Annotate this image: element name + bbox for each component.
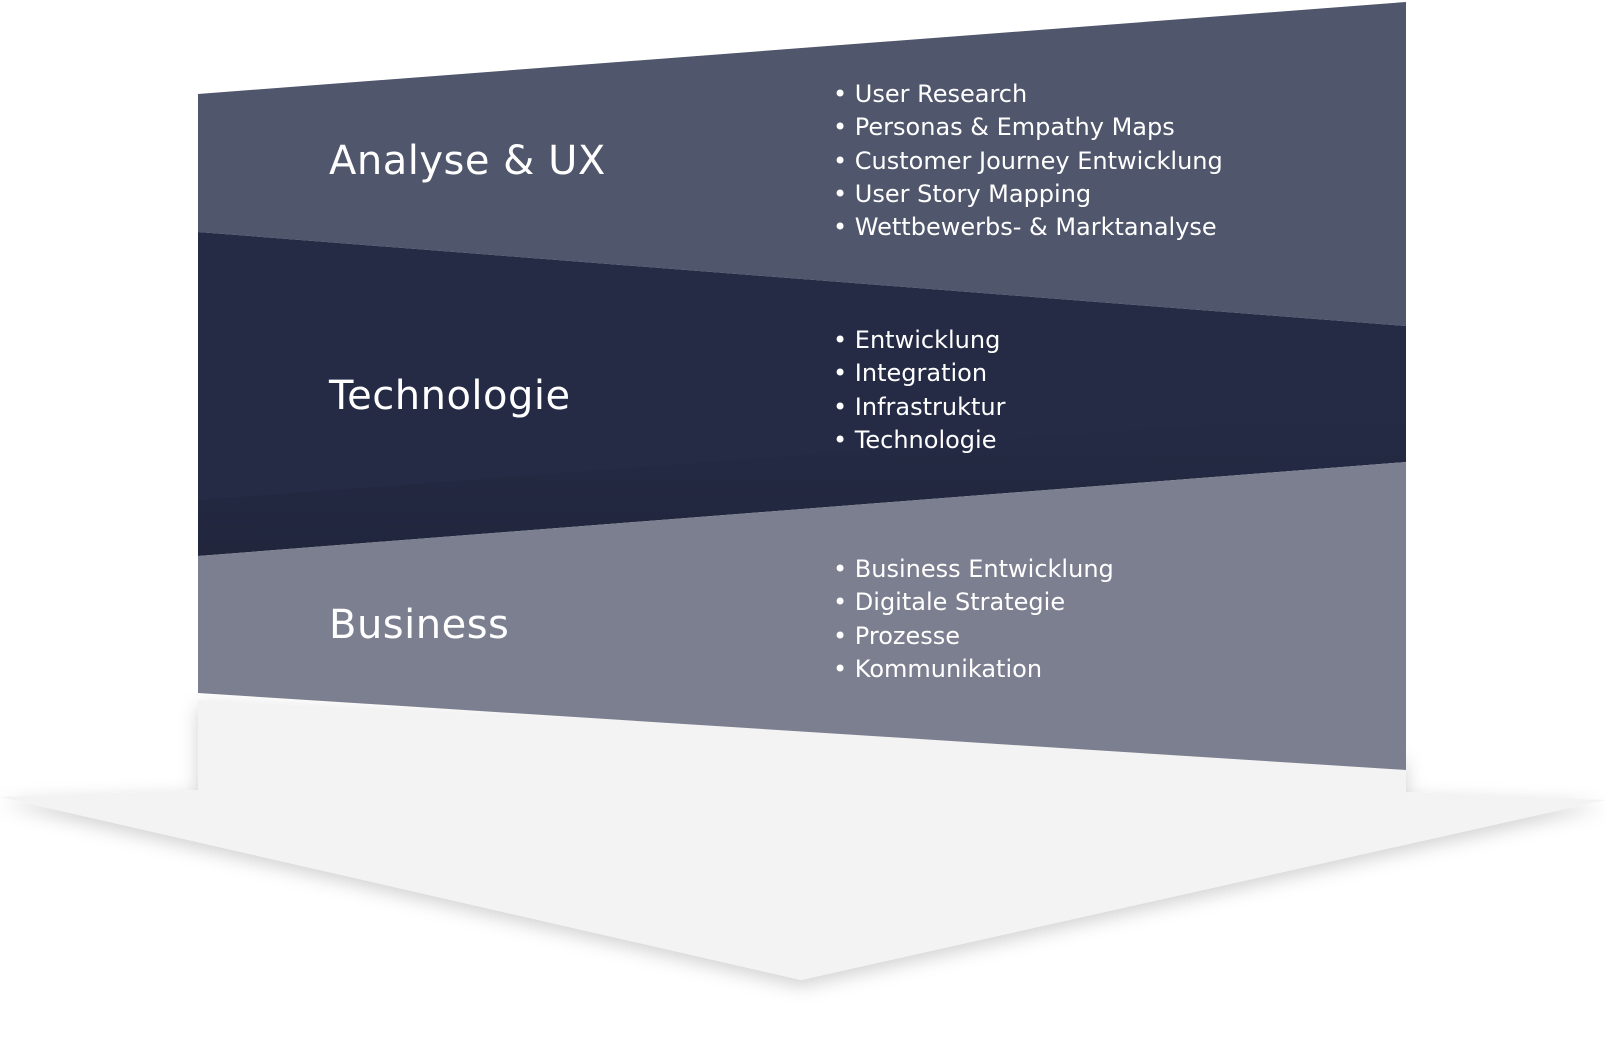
list-item: Entwicklung — [833, 324, 1006, 357]
list-item: Technologie — [833, 424, 1006, 457]
list-item: Customer Journey Entwicklung — [833, 145, 1223, 178]
list-item: Wettbewerbs- & Marktanalyse — [833, 211, 1223, 244]
list-item: Business Entwicklung — [833, 553, 1114, 586]
list-item: User Story Mapping — [833, 178, 1223, 211]
layer-technologie-shade — [198, 410, 1406, 556]
list-item: Integration — [833, 357, 1006, 390]
list-item: Kommunikation — [833, 653, 1114, 686]
list-item: Personas & Empathy Maps — [833, 111, 1223, 144]
list-item: User Research — [833, 78, 1223, 111]
layer-title-technologie: Technologie — [329, 373, 571, 419]
list-item: Prozesse — [833, 620, 1114, 653]
layer-title-business: Business — [329, 602, 510, 648]
list-item: Digitale Strategie — [833, 586, 1114, 619]
layer-list-technologie: Entwicklung Integration Infrastruktur Te… — [833, 324, 1006, 457]
layer-list-business: Business Entwicklung Digitale Strategie … — [833, 553, 1114, 686]
list-item: Infrastruktur — [833, 391, 1006, 424]
down-arrow-shape — [0, 700, 1605, 980]
layer-title-analyse: Analyse & UX — [329, 138, 606, 184]
layer-list-analyse: User Research Personas & Empathy Maps Cu… — [833, 78, 1223, 244]
layer-business-shape — [198, 462, 1406, 770]
